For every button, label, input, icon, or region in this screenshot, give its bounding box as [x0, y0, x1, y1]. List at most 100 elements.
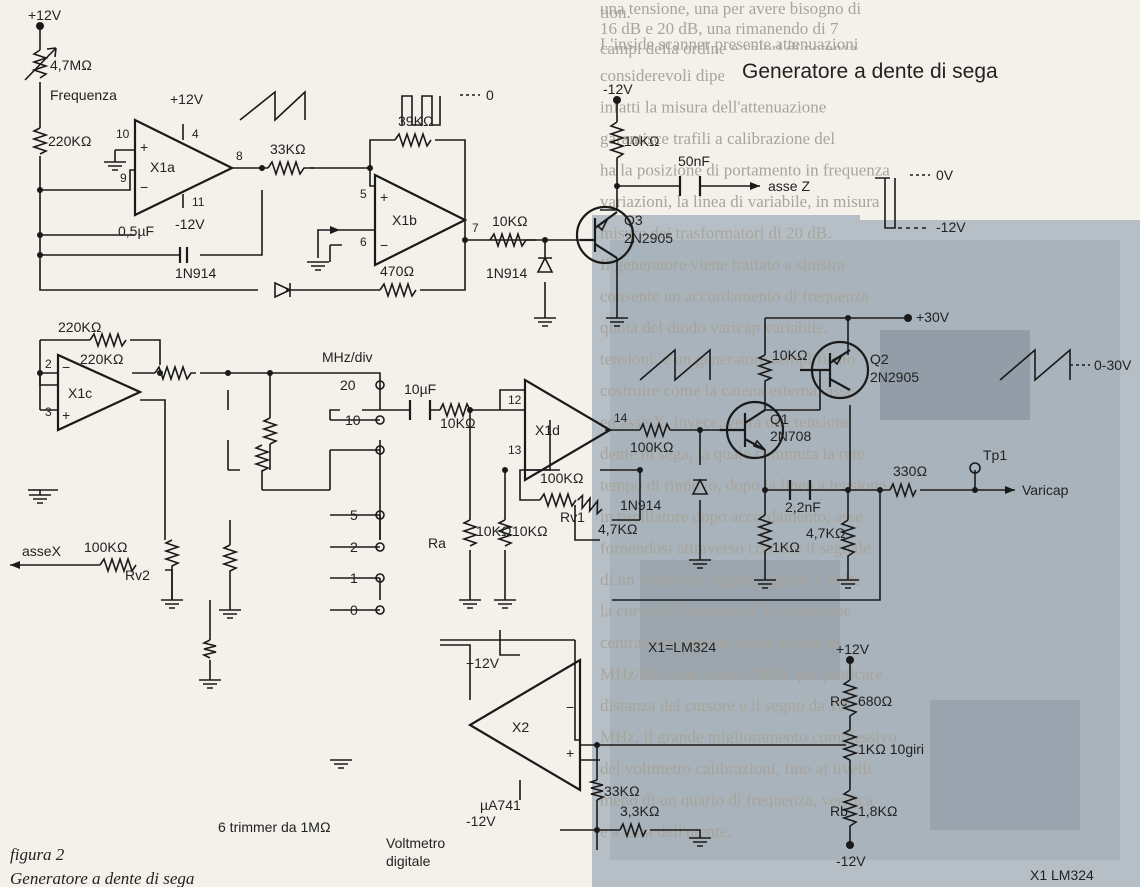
- diode-d1: [274, 281, 292, 299]
- label-4k7-fb: 4,7KΩ: [598, 521, 638, 537]
- svg-text:+: +: [62, 407, 70, 423]
- label-rv2: Rv2: [125, 567, 150, 583]
- label-q3: Q3: [624, 212, 643, 228]
- label-mhz-div: MHz/div: [322, 349, 373, 365]
- capacitor-22nf: [788, 480, 812, 500]
- pin-label: 12: [508, 393, 522, 407]
- pin-label: 4: [192, 127, 199, 141]
- capacitor-50nf: [678, 176, 702, 196]
- opamp-x2-label: X2: [512, 719, 529, 735]
- label-digitale: digitale: [386, 853, 431, 869]
- opamp-x2-type: µA741: [480, 797, 521, 813]
- label-10k-d: 10KΩ: [440, 415, 476, 431]
- label-100k-x: 100KΩ: [84, 539, 128, 555]
- pin-numbers: 10 9 4 11 8 5 6 7 2 3 12 13 14: [45, 127, 628, 457]
- resistor-470: [379, 281, 417, 299]
- label-ra: Ra: [428, 535, 446, 551]
- label-3k3: 3,3KΩ: [620, 803, 660, 819]
- opamp-x1c-label: X1c: [68, 385, 92, 401]
- label-10k-g: 10KΩ: [512, 523, 548, 539]
- switch-contacts: [375, 380, 981, 615]
- resistor-33k-a: [267, 159, 314, 177]
- pin-label: 3: [45, 405, 52, 419]
- variable-resistor-arrows: [24, 47, 57, 81]
- resistor-rv1: [539, 491, 577, 509]
- title-white-box: [724, 50, 1094, 90]
- label-rc-val: 680Ω: [858, 693, 892, 709]
- waveform-labels: 0 0V -12V 0-30V: [486, 87, 1132, 373]
- pin-label: 14: [614, 411, 628, 425]
- pin-label: 6: [360, 235, 367, 249]
- switch-position-labels: 20 10 5 2 1 0: [340, 377, 361, 618]
- pin-label: 9: [120, 171, 127, 185]
- pin-label: 11: [192, 195, 205, 209]
- photo-panel-detail: [640, 560, 840, 680]
- bg-text-line: costruire come la catena esterna, asse: [600, 381, 854, 400]
- bg-text-line: dente di sega, la quale commuta la rete: [600, 444, 864, 463]
- label-q2: Q2: [870, 351, 889, 367]
- rail-plus30: +30V: [916, 309, 950, 325]
- label-rv1: Rv1: [560, 509, 585, 525]
- opamp-x1a: X1a + −: [133, 118, 235, 217]
- resistor-220k-a: [31, 127, 49, 155]
- trimmer-note: 6 trimmer da 1MΩ: [218, 819, 331, 835]
- figure-label: figura 2: [10, 845, 65, 864]
- resistor-10k-b: [489, 231, 536, 249]
- bg-text-line: di un voltmetro digitale, quello a volte: [600, 570, 861, 589]
- label-10k-q3: 10KΩ: [624, 133, 660, 149]
- switch-pos-2: 2: [350, 539, 358, 555]
- wave-label-range: 0-30V: [1094, 357, 1132, 373]
- resistor-10k-g: [496, 519, 514, 547]
- chip-note: X1=LM324: [648, 639, 716, 655]
- rail-minus12: -12V: [175, 216, 205, 232]
- chip-note-corner: X1 LM324: [1030, 867, 1094, 883]
- bg-text-line: quota del diodo varicap variabile.: [600, 318, 828, 337]
- pin-label: 10: [116, 127, 130, 141]
- resistor-220k-b: [89, 331, 127, 349]
- label-asse-z: asse Z: [768, 178, 810, 194]
- svg-text:−: −: [566, 699, 574, 715]
- opamp-x1d: X1d: [523, 378, 613, 482]
- figure-subtitle: Generatore a dente di sega: [10, 869, 194, 887]
- bg-text-line: tempo di rinnovo, dopo la linea a tensio…: [600, 476, 886, 495]
- resistor-39k: [394, 131, 432, 149]
- bg-text-line: Il generatore viene trattato a sinistra: [600, 255, 845, 274]
- opamp-x1b: X1b + −: [373, 173, 468, 267]
- label-10k-q1c: 10KΩ: [772, 347, 808, 363]
- trimmer-1: [261, 417, 279, 445]
- svg-text:−: −: [62, 359, 70, 375]
- bg-text-line: tensioni, e un generatore semplificato: [600, 350, 855, 369]
- wave-label-zero: 0: [486, 87, 494, 103]
- opamp-x2: X2 − + µA741: [467, 658, 582, 813]
- opamp-x1a-label: X1a: [150, 159, 175, 175]
- trimmer-3: [221, 544, 239, 580]
- resistor-100k-x: [99, 556, 137, 574]
- bg-text-line: una tensione, una per avere bisogno di: [600, 0, 861, 18]
- bg-text-line: MHz, il grande miglioramento complessivo: [600, 728, 897, 747]
- svg-text:−: −: [140, 179, 148, 195]
- resistor-rc: [841, 679, 859, 720]
- label-pot: 1KΩ 10giri: [858, 741, 924, 757]
- label-10k-b: 10KΩ: [492, 213, 528, 229]
- label-22nf: 2,2nF: [785, 499, 821, 515]
- resistor-ra: [461, 519, 479, 547]
- label-ra-val: 10KΩ: [476, 523, 512, 539]
- signal-arrows: [10, 182, 1015, 569]
- label-220k-b: 220KΩ: [58, 319, 102, 335]
- resistor-pot: [841, 729, 859, 761]
- svg-text:+: +: [140, 139, 148, 155]
- label-q1-type: 2N708: [770, 428, 811, 444]
- bg-text-line: distanza del cursore e il segno da 10: [600, 696, 846, 715]
- bg-text-line: fornendosi attraverso con atte il segnal…: [600, 539, 870, 558]
- label-q1: Q1: [770, 411, 789, 427]
- label-220k-c: 220KΩ: [80, 351, 124, 367]
- resistors: [31, 49, 917, 839]
- pin-label: 8: [236, 149, 243, 163]
- label-1k: 1KΩ: [772, 539, 800, 555]
- bg-text-line: centrale del cursore mette a zero un: [600, 633, 842, 652]
- bg-text-line: misure dei trasformatori di 20 dB.: [600, 224, 831, 243]
- resistor-3k3: [619, 821, 647, 839]
- bg-text-line: tion.: [600, 3, 631, 22]
- label-100k-q1: 100KΩ: [630, 439, 674, 455]
- label-33k-b: 33KΩ: [604, 783, 640, 799]
